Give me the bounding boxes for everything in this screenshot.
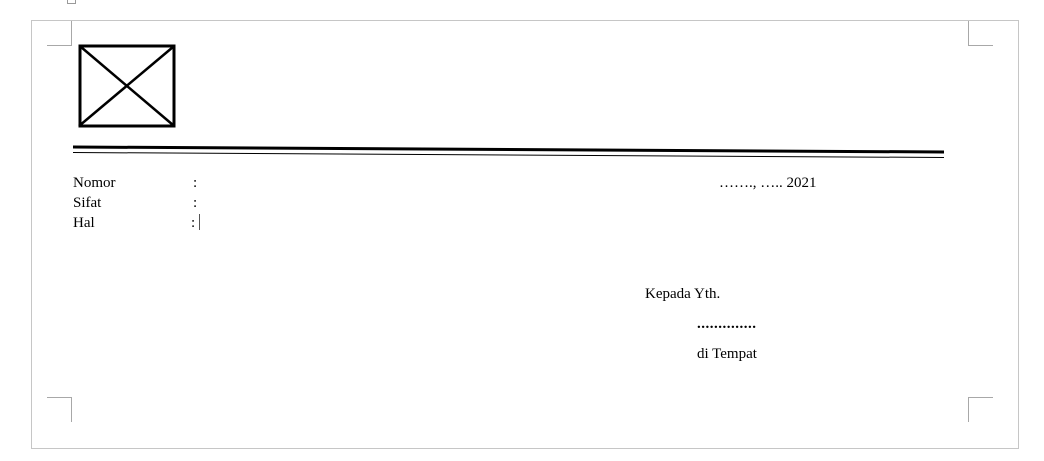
margin-corner-top-right [968,21,993,46]
field-label-hal: Hal [73,215,95,231]
text-cursor [199,214,200,230]
ruler-marker [67,0,76,4]
field-label-sifat: Sifat [73,195,102,211]
margin-corner-top-left [47,21,72,46]
margin-corner-bottom-right [968,397,993,422]
field-separator: : [193,175,198,191]
recipient-name-placeholder: .............. [697,316,757,332]
date-line: ……., ….. 2021 [719,175,817,191]
recipient-location: di Tempat [697,346,757,362]
recipient-salutation: Kepada Yth. [645,286,721,302]
field-separator: : [191,215,196,231]
field-separator: : [193,195,198,211]
image-placeholder-icon[interactable] [78,44,176,128]
margin-corner-bottom-left [47,397,72,422]
document-page[interactable] [31,20,1019,449]
field-label-nomor: Nomor [73,175,116,191]
letterhead-divider [72,145,945,158]
